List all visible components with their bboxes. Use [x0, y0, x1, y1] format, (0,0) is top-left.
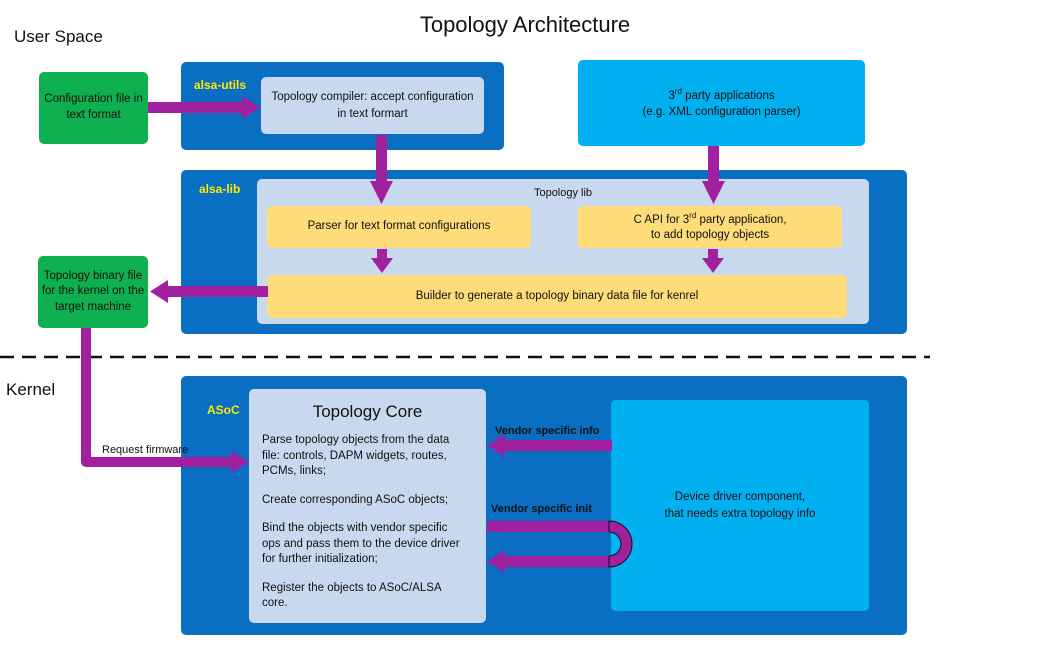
- third-party-apps-line2: (e.g. XML configuration parser): [642, 105, 801, 118]
- vendor-info-label: Vendor specific info: [495, 425, 600, 437]
- topology-binary-file-label: Topology binary file for the kernel on t…: [41, 269, 145, 313]
- topology-core-box: Topology Core Parse topology objects fro…: [249, 389, 486, 623]
- arrow-vendor-init-head: [487, 550, 505, 573]
- topology-core-list: Parse topology objects from the data fil…: [262, 433, 462, 625]
- arrow-vendor-init-bottom: [504, 556, 612, 567]
- arrow-vendor-info-head: [487, 434, 505, 457]
- c-api-box: C API for 3rd party application, to add …: [578, 206, 842, 248]
- arrow-vendor-init-top: [487, 521, 609, 532]
- topology-core-title: Topology Core: [312, 402, 423, 421]
- alsa-lib-tag: alsa-lib: [199, 182, 241, 196]
- alsa-utils-tag: alsa-utils: [194, 78, 247, 92]
- arrow-compiler-to-parser-shaft: [376, 135, 387, 182]
- core-item-create: Create corresponding ASoC objects;: [262, 493, 449, 506]
- core-item-bind: Bind the objects with vendor specific op…: [262, 522, 460, 566]
- vendor-init-label: Vendor specific init: [491, 503, 592, 515]
- page-title: Topology Architecture: [419, 12, 631, 37]
- device-driver-line2: that needs extra topology info: [664, 507, 816, 520]
- device-driver-box: Device driver component, that needs extr…: [611, 400, 869, 611]
- user-space-label: User Space: [14, 27, 103, 46]
- third-party-apps-box: 3rd party applications (e.g. XML configu…: [578, 60, 865, 146]
- arrow-parser-to-builder-head: [371, 258, 393, 273]
- arrow-request-firmware-path: [81, 328, 232, 467]
- asoc-tag: ASoC: [207, 403, 240, 417]
- c-api-line1: C API for 3rd party application,: [633, 210, 787, 226]
- text-parser-box: Parser for text format configurations: [267, 206, 531, 248]
- topology-compiler-box: Topology compiler: accept configuration …: [261, 77, 484, 134]
- arrow-capi-to-builder-shaft: [708, 249, 718, 259]
- core-item-parse: Parse topology objects from the data fil…: [262, 434, 450, 478]
- arrow-capi-to-builder-head: [702, 258, 724, 273]
- arrow-request-firmware-head: [231, 451, 249, 473]
- builder-label: Builder to generate a topology binary da…: [415, 289, 699, 302]
- alsa-utils-panel: alsa-utils Topology compiler: accept con…: [181, 62, 504, 150]
- text-parser-label: Parser for text format configurations: [307, 220, 491, 233]
- third-party-apps-line1: 3rd party applications: [668, 86, 775, 102]
- arrow-config-to-compiler-head: [242, 96, 260, 119]
- c-api-line2: to add topology objects: [650, 228, 770, 241]
- kernel-label: Kernel: [6, 380, 56, 399]
- topology-compiler-label: Topology compiler: accept configuration …: [271, 91, 474, 120]
- topology-lib-box: Topology lib Parser for text format conf…: [257, 179, 869, 324]
- arrow-builder-to-binary-head: [150, 280, 168, 303]
- asoc-panel: ASoC Topology Core Parse topology object…: [181, 376, 907, 635]
- arrow-compiler-to-parser-head: [370, 181, 393, 204]
- config-file-box: Configuration file in text format: [39, 72, 148, 144]
- arrow-parser-to-builder-shaft: [377, 249, 387, 259]
- arrow-vendor-init-loop: [608, 520, 633, 568]
- device-driver-line1: Device driver component,: [674, 491, 806, 504]
- topology-binary-file-box: Topology binary file for the kernel on t…: [38, 256, 148, 328]
- arrow-config-to-compiler-shaft: [148, 102, 243, 113]
- config-file-label: Configuration file in text format: [44, 93, 143, 121]
- arrow-thirdparty-to-capi-shaft: [708, 146, 719, 182]
- arrow-vendor-info-shaft: [504, 440, 612, 451]
- request-firmware-label: Request firmware: [102, 444, 189, 456]
- alsa-lib-panel: alsa-lib Topology lib Parser for text fo…: [181, 170, 907, 334]
- core-item-register: Register the objects to ASoC/ALSA core.: [262, 581, 441, 610]
- arrow-builder-to-binary-shaft: [166, 286, 268, 297]
- topology-lib-label: Topology lib: [533, 187, 593, 199]
- arrow-thirdparty-to-capi-head: [702, 181, 725, 204]
- builder-box: Builder to generate a topology binary da…: [267, 275, 847, 318]
